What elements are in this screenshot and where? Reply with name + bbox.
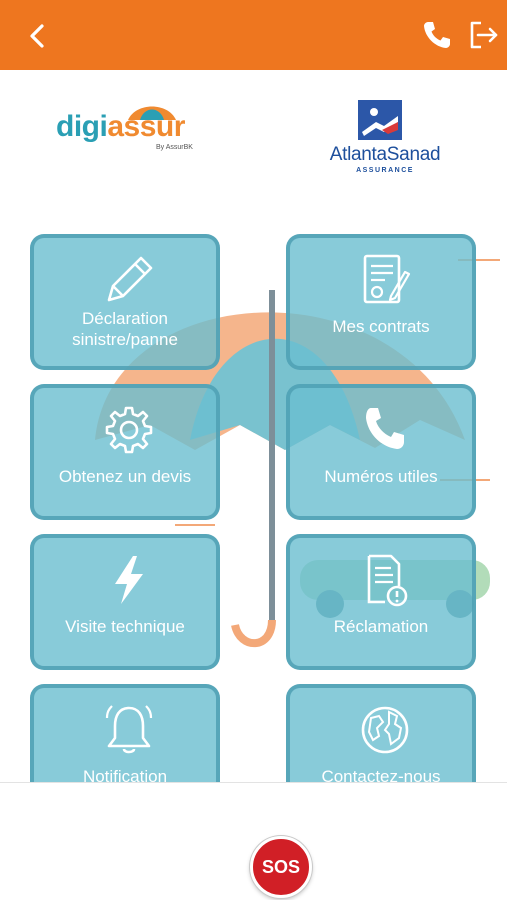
phone-icon bbox=[366, 408, 404, 449]
tile-label: Visite technique bbox=[65, 617, 185, 636]
chevron-left-icon[interactable] bbox=[24, 22, 52, 50]
tile-label: Obtenez un devis bbox=[58, 467, 192, 486]
lightning-icon bbox=[115, 556, 143, 604]
tile-numeros-utiles[interactable]: Numéros utiles bbox=[286, 384, 476, 520]
digi-by-text: By AssurBK bbox=[156, 144, 193, 151]
digi-text-part2: assur bbox=[107, 110, 185, 143]
globe-icon bbox=[361, 706, 409, 754]
document-alert-icon bbox=[367, 554, 408, 607]
atlantasanad-logo: AtlantaSanad ASSURANCE bbox=[310, 100, 460, 180]
bell-icon bbox=[105, 705, 153, 754]
tile-obtenez-devis[interactable]: Obtenez un devis bbox=[30, 384, 220, 520]
phone-icon[interactable] bbox=[420, 18, 454, 52]
atlanta-name: AtlantaSanad bbox=[329, 144, 441, 165]
tile-declaration-sinistre[interactable]: Déclaration sinistre/panne bbox=[30, 234, 220, 370]
tile-label: Notification bbox=[82, 767, 168, 786]
tile-reclamation[interactable]: Réclamation bbox=[286, 534, 476, 670]
logout-icon[interactable] bbox=[466, 18, 500, 52]
tile-label: Numéros utiles bbox=[324, 467, 438, 486]
atlanta-subtitle: ASSURANCE bbox=[356, 167, 414, 174]
top-app-bar bbox=[0, 0, 507, 70]
atlanta-mark-icon bbox=[358, 100, 402, 140]
tile-mes-contrats[interactable]: Mes contrats bbox=[286, 234, 476, 370]
digiassur-logo: digiassur By AssurBK bbox=[56, 100, 206, 160]
pencil-icon bbox=[107, 256, 153, 302]
tile-label: Déclaration sinistre/panne bbox=[72, 309, 178, 349]
tile-label: Contactez-nous bbox=[321, 767, 441, 786]
tile-visite-technique[interactable]: Visite technique bbox=[30, 534, 220, 670]
tile-label: Réclamation bbox=[333, 617, 429, 636]
digi-text-part1: digi bbox=[56, 110, 108, 143]
partner-logos: digiassur By AssurBK AtlantaSanad ASSURA… bbox=[0, 70, 507, 220]
umbrella-logo-icon bbox=[128, 106, 176, 120]
tile-label: Mes contrats bbox=[332, 317, 430, 336]
sos-button[interactable]: SOS bbox=[250, 836, 312, 898]
gear-icon bbox=[105, 406, 153, 454]
contract-icon bbox=[363, 254, 411, 304]
